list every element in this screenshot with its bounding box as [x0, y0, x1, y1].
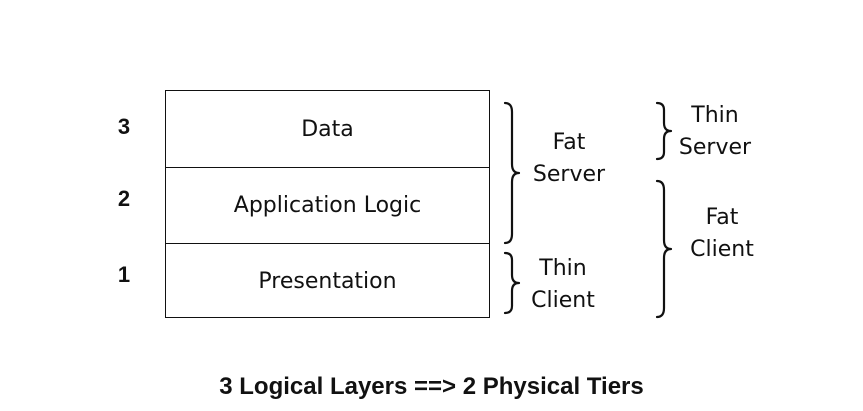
- layer-number-1: 1: [117, 262, 131, 287]
- fat-client-brace: [655, 179, 673, 319]
- fat-server-label: Fat Server: [514, 127, 624, 191]
- layer-application-logic: Application Logic: [166, 167, 489, 243]
- fat-client-line1: Fat: [705, 205, 739, 230]
- thin-client-brace: [503, 251, 521, 315]
- thin-server-label: Thin Server: [660, 100, 770, 164]
- fat-client-label: Fat Client: [667, 202, 777, 266]
- fat-server-line1: Fat: [552, 130, 586, 155]
- thin-server-line1: Thin: [691, 103, 739, 128]
- thin-client-label: Thin Client: [508, 253, 618, 317]
- thin-server-line2: Server: [678, 135, 752, 160]
- diagram-caption: 3 Logical Layers ==> 2 Physical Tiers: [219, 373, 644, 400]
- fat-server-line2: Server: [532, 162, 606, 187]
- layer-data: Data: [301, 116, 354, 142]
- thin-client-line2: Client: [531, 288, 595, 313]
- layer-number-3: 3: [117, 114, 131, 139]
- thin-server-brace: [655, 101, 673, 161]
- fat-server-brace: [503, 101, 521, 245]
- fat-client-line2: Client: [690, 237, 754, 262]
- layer-presentation: Presentation: [166, 243, 489, 319]
- layer-number-2: 2: [117, 186, 131, 211]
- layer-stack: Data Application Logic Presentation: [165, 90, 490, 318]
- thin-client-line1: Thin: [539, 256, 587, 281]
